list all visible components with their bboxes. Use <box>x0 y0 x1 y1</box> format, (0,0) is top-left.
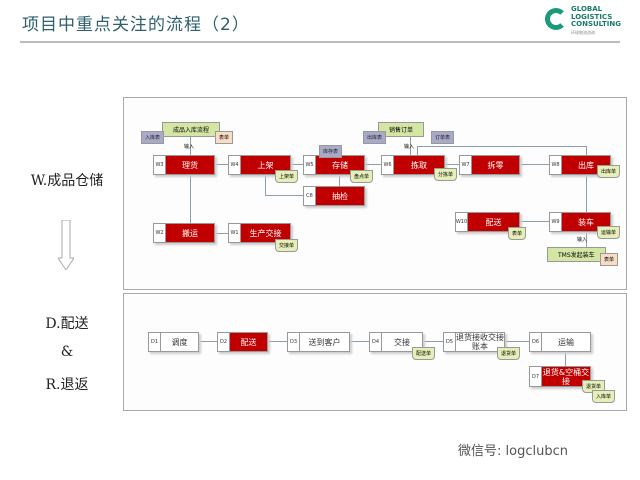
node-label: 存储 <box>316 156 364 174</box>
node-code: D3 <box>288 333 300 351</box>
delivery-sheet-tag: 配送单 <box>412 347 436 360</box>
count-sheet-tag: 盘点单 <box>350 170 374 183</box>
delivery-panel <box>123 293 627 411</box>
node-code: W1 <box>229 224 241 242</box>
outbound-sheet-tag: 出库单 <box>597 165 621 178</box>
node-label: 生产交接 <box>241 224 290 242</box>
logo-subtext: 环球物流咨询 <box>571 29 595 35</box>
node-code: W10 <box>456 213 468 231</box>
logo-text: LOGISTICS <box>571 12 613 21</box>
node-code: D6 <box>530 333 542 351</box>
outbound-table-tag: 出库表 <box>363 131 387 144</box>
logo-g-icon <box>545 8 567 30</box>
logo-text: GLOBAL <box>571 5 603 13</box>
node-code: W5 <box>304 156 316 174</box>
input-label: 输入 <box>577 237 588 243</box>
node-label: 抽检 <box>316 187 364 205</box>
node-label: 交接 <box>382 333 422 351</box>
node-code: W4 <box>229 156 241 174</box>
node-code: W8 <box>550 156 562 174</box>
node-code: W2 <box>154 224 166 242</box>
node-code: C8 <box>304 187 316 205</box>
section-label-warehouse: W.成品仓储 <box>30 173 104 189</box>
section-label-delivery: D.配送 <box>45 316 89 332</box>
node-label: 配送 <box>230 333 267 351</box>
node-code: W3 <box>154 156 166 174</box>
inbound-sheet-tag: 入库单 <box>592 390 616 403</box>
node-label: 调度 <box>161 333 198 351</box>
node-code: D4 <box>370 333 382 351</box>
stock-table-tag: 库存表 <box>319 145 343 158</box>
section-label-amp: & <box>60 344 74 360</box>
logo-text: CONSULTING <box>571 20 621 28</box>
down-arrow-icon <box>58 220 74 270</box>
node-label: 上架 <box>241 156 290 174</box>
input-label: 输入 <box>404 144 415 150</box>
page-title: 项目中重点关注的流程（2） <box>22 15 250 35</box>
node-label: 运输 <box>542 333 590 351</box>
form-tag: 表单 <box>600 253 619 266</box>
node-label: 拣取 <box>394 156 444 174</box>
sales-order-tag: 销售订单 <box>378 122 425 137</box>
handover-sheet-tag: 交接单 <box>275 239 299 252</box>
node-code: D1 <box>149 333 161 351</box>
transport-sheet-tag: 运输单 <box>597 226 621 239</box>
inbound-flow-tag: 成品入库流程 <box>162 122 221 137</box>
shelf-sheet-tag: 上架单 <box>275 170 299 183</box>
node-code: D7 <box>530 367 542 386</box>
form-tag: 表单 <box>215 131 234 144</box>
order-table-tag: 订单表 <box>431 131 455 144</box>
node-label: 退货接收交接账本 <box>456 333 504 351</box>
node-label: 搬运 <box>166 224 214 242</box>
tms-tag: TMS发起装车 <box>547 247 606 262</box>
node-label: 拆零 <box>472 156 519 174</box>
node-code: W9 <box>550 213 562 231</box>
node-label: 理货 <box>166 156 214 174</box>
form-tag: 表单 <box>508 227 527 240</box>
title-divider <box>20 41 620 43</box>
input-label: 输入 <box>184 144 195 150</box>
pick-sheet-tag: 分拣单 <box>434 168 458 181</box>
node-code: D2 <box>218 333 230 351</box>
inbound-list-tag: 入库表 <box>141 131 165 144</box>
node-label: 配送 <box>468 213 519 231</box>
node-label: 退货&空桶交接 <box>542 367 590 386</box>
wechat-watermark: 微信号: logclubcn <box>458 444 568 459</box>
node-code: W6 <box>382 156 394 174</box>
node-label: 送到客户 <box>300 333 349 351</box>
node-code: D5 <box>444 333 456 351</box>
return-sheet-tag: 退货单 <box>497 347 521 360</box>
section-label-return: R.退返 <box>45 377 89 393</box>
node-code: W7 <box>460 156 472 174</box>
